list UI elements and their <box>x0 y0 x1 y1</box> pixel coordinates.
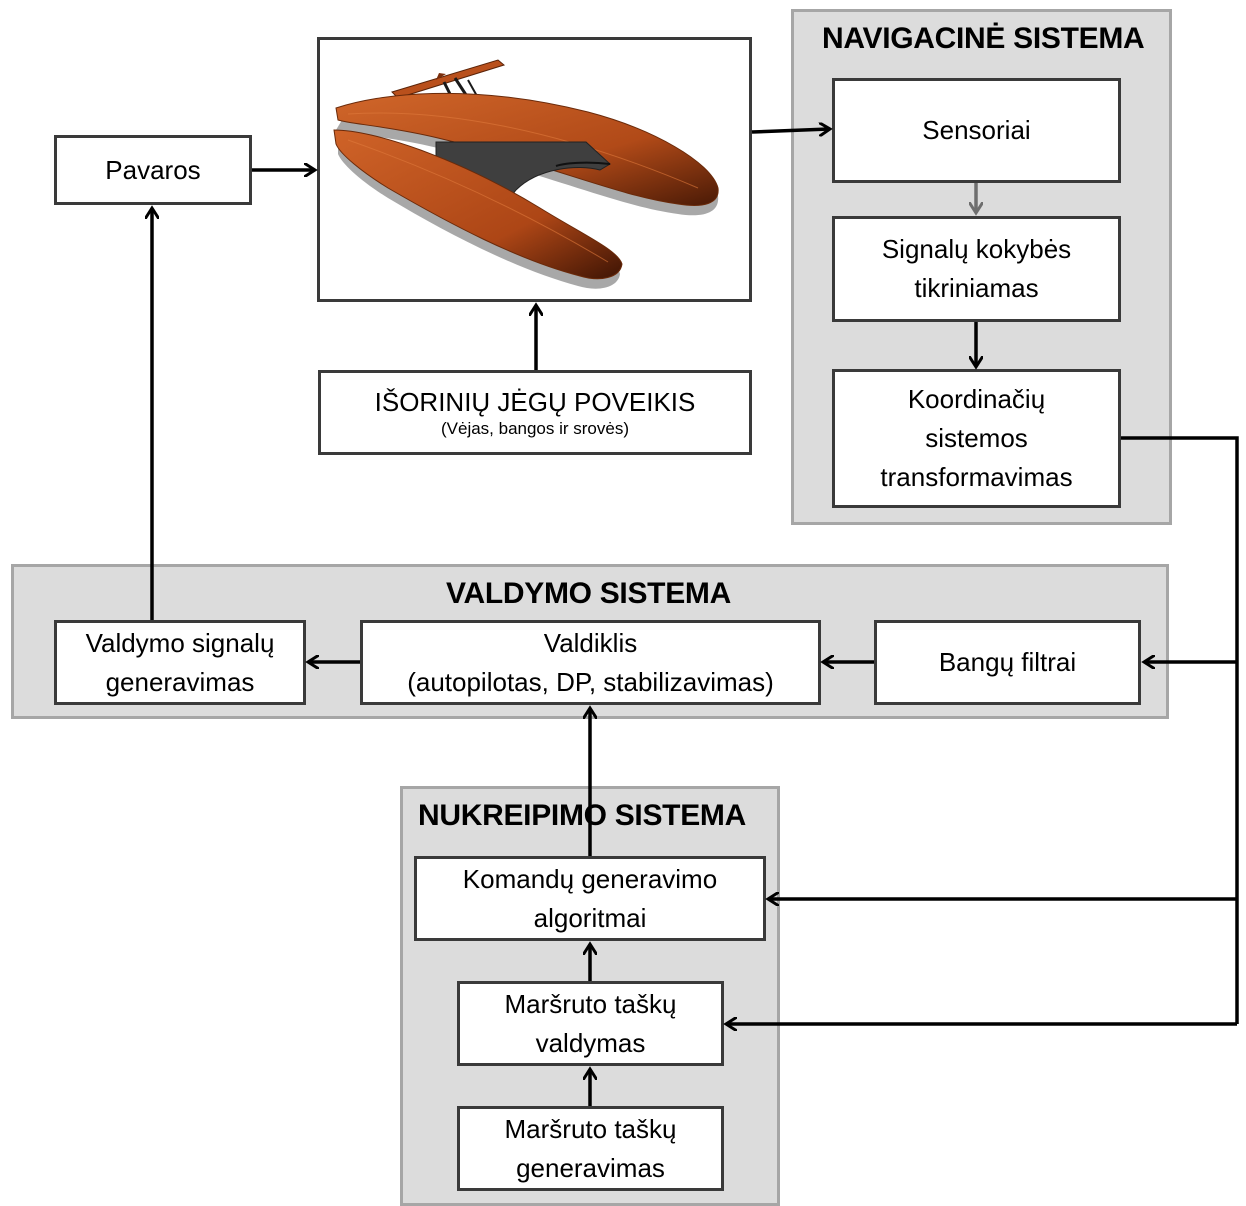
navigation-system-title: NAVIGACINĖ SISTEMA <box>822 22 1145 55</box>
controller-box: Valdiklis (autopilotas, DP, stabilizavim… <box>360 620 821 705</box>
coordinate-transform-box: Koordinačių sistemos transformavimas <box>832 369 1121 508</box>
controller-line1: Valdiklis <box>543 627 638 658</box>
control-system-title: VALDYMO SISTEMA <box>446 577 731 610</box>
coordinate-transform-line2: sistemos <box>925 423 1028 453</box>
actuators-box: Pavaros <box>54 135 252 205</box>
waypoint-control-line1: Maršruto taškų <box>504 988 677 1019</box>
wave-filters-box: Bangų filtrai <box>874 620 1141 705</box>
waypoint-generation-line1: Maršruto taškų <box>504 1113 677 1144</box>
sensors-label: Sensoriai <box>922 115 1031 145</box>
sensors-box: Sensoriai <box>832 78 1121 183</box>
waypoint-control-line2: valdymas <box>535 1027 646 1058</box>
signal-quality-line2: tikriniamas <box>914 273 1039 303</box>
command-algorithms-box: Komandų generavimo algoritmai <box>414 856 766 941</box>
guidance-system-title: NUKREIPIMO SISTEMA <box>418 799 746 832</box>
control-signal-generation-line1: Valdymo signalų <box>85 627 275 658</box>
front-hull-shape <box>333 129 623 280</box>
waypoint-generation-box: Maršruto taškų generavimas <box>457 1106 724 1191</box>
external-forces-title: IŠORINIŲ JĖGŲ POVEIKIS <box>374 386 696 417</box>
control-signal-generation-box: Valdymo signalų generavimas <box>54 620 306 705</box>
catamaran-vessel-icon <box>333 59 719 289</box>
line-transform-to-bus <box>1121 436 1239 1024</box>
coordinate-transform-line3: transformavimas <box>880 462 1073 492</box>
wave-filters-label: Bangų filtrai <box>938 647 1077 677</box>
waypoint-generation-line2: generavimas <box>516 1152 665 1183</box>
signal-quality-box: Signalų kokybės tikriniamas <box>832 216 1121 322</box>
waypoint-control-box: Maršruto taškų valdymas <box>457 981 724 1066</box>
actuators-label: Pavaros <box>105 154 201 185</box>
command-algorithms-line1: Komandų generavimo <box>462 863 718 894</box>
control-signal-generation-line2: generavimas <box>105 666 255 697</box>
coordinate-transform-line1: Koordinačių <box>907 384 1046 414</box>
external-forces-subtitle: (Vėjas, bangos ir srovės) <box>440 418 630 438</box>
command-algorithms-line2: algoritmai <box>533 902 647 933</box>
controller-line2: (autopilotas, DP, stabilizavimas) <box>407 666 774 697</box>
signal-quality-line1: Signalų kokybės <box>881 234 1072 264</box>
external-forces-box: IŠORINIŲ JĖGŲ POVEIKIS (Vėjas, bangos ir… <box>318 370 752 455</box>
